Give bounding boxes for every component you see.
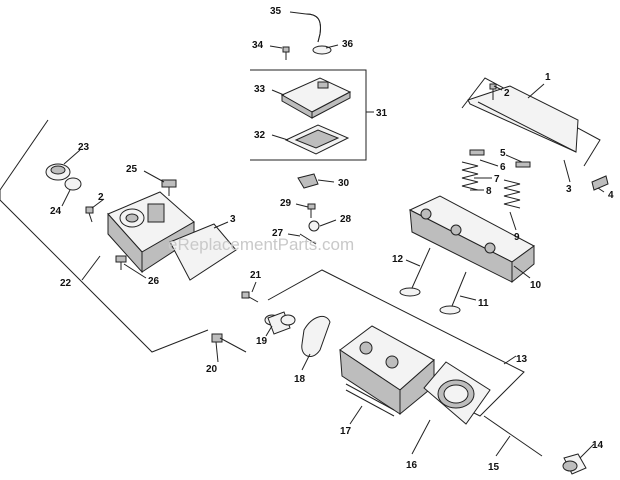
callout-15: 15 (488, 462, 500, 473)
breather-cover-part (280, 77, 352, 119)
callout-labels: 1 2 3 4 5 6 7 8 9 10 11 12 13 14 15 16 1… (50, 6, 614, 473)
callout-16: 16 (406, 460, 418, 471)
breather-gasket-part (284, 124, 350, 155)
callout-2-left: 2 (98, 192, 104, 203)
leader-lines (61, 11, 605, 459)
watermark-text: eReplacementParts.com (168, 235, 354, 254)
cylinder-head-part (339, 325, 435, 417)
callout-25: 25 (126, 164, 138, 175)
callout-2: 2 (504, 88, 510, 99)
bolt-part-20 (211, 333, 247, 353)
callout-31: 31 (376, 108, 388, 119)
fitting-part-25 (161, 179, 177, 196)
callout-32: 32 (254, 130, 266, 141)
rocker-cover-part (467, 85, 579, 153)
callout-7: 7 (494, 174, 500, 185)
callout-9: 9 (514, 232, 520, 243)
bolt-part-2-left (85, 206, 94, 223)
callout-18: 18 (294, 374, 306, 385)
callout-30: 30 (338, 178, 350, 189)
callout-6: 6 (500, 162, 506, 173)
callout-23: 23 (78, 142, 90, 153)
callout-4: 4 (608, 190, 614, 201)
callout-3-left: 3 (230, 214, 236, 225)
callout-8: 8 (486, 186, 492, 197)
oil-cap-part (45, 163, 82, 191)
push-rod-part-15 (483, 415, 543, 457)
callout-1: 1 (545, 72, 551, 83)
callout-21: 21 (250, 270, 262, 281)
valve-springs-part (461, 149, 531, 209)
callout-34: 34 (252, 40, 264, 51)
callout-14: 14 (592, 440, 604, 451)
callout-5: 5 (500, 148, 506, 159)
callout-19: 19 (256, 336, 268, 347)
stud-part-26 (115, 255, 127, 270)
callout-27: 27 (272, 228, 284, 239)
rocker-bridge-part (408, 195, 535, 284)
callout-10: 10 (530, 280, 542, 291)
group-22-bracket (0, 119, 209, 353)
valve-cover-part (107, 191, 195, 274)
callout-28: 28 (340, 214, 352, 225)
callout-12: 12 (392, 254, 404, 265)
callout-13: 13 (516, 354, 528, 365)
cover-gasket-part-left (169, 223, 237, 281)
callout-3: 3 (566, 184, 572, 195)
callout-26: 26 (148, 276, 160, 287)
valve-part-11 (439, 271, 467, 315)
block-part-30 (297, 173, 319, 189)
callout-17: 17 (340, 426, 352, 437)
screw-part-34 (282, 46, 290, 60)
deflector-part-18 (301, 315, 331, 358)
callout-24: 24 (50, 206, 62, 217)
clip-part-4 (591, 175, 609, 191)
callout-35: 35 (270, 6, 282, 17)
sleeve-part-14 (562, 453, 587, 475)
callout-22: 22 (60, 278, 72, 289)
screw-part-21 (241, 291, 259, 303)
spacer-part-19 (264, 311, 296, 335)
callout-20: 20 (206, 364, 218, 375)
head-gasket-part (423, 361, 491, 425)
callout-11: 11 (478, 298, 489, 309)
group-31-bracket (250, 69, 374, 161)
callout-33: 33 (254, 84, 266, 95)
callout-29: 29 (280, 198, 292, 209)
valve-part-12 (399, 247, 431, 297)
callout-36: 36 (342, 39, 354, 50)
